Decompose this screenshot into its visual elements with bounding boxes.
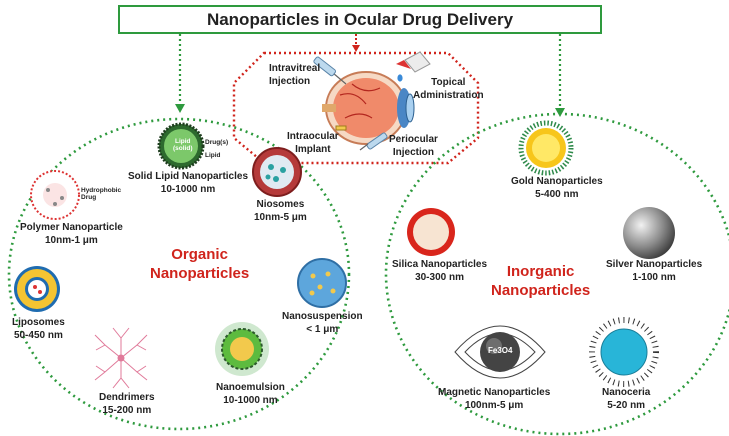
- polymer-nanoparticle-icon: [30, 170, 80, 220]
- right-arrow-head: [555, 108, 565, 117]
- syringe-icon: [313, 56, 347, 85]
- route-topical: Topical Administration: [413, 77, 484, 101]
- annotation-lipid-solid: Lipid (solid): [173, 138, 193, 153]
- periocular-syringe-icon: [359, 132, 388, 151]
- organic-circle: [7, 117, 351, 431]
- inorganic-circle: [384, 112, 729, 436]
- route-intraocular: Intraocular Implant: [287, 131, 339, 155]
- annotation-lipid: Lipid: [205, 152, 221, 159]
- annotation-drug: Drug(s): [205, 139, 229, 146]
- organic-heading: Organic Nanoparticles: [150, 246, 250, 282]
- route-intravitreal: Intravitreal Injection: [269, 63, 321, 87]
- liposome-icon: [14, 266, 60, 312]
- magnetic-nanoparticle-icon: [454, 325, 546, 379]
- nanoemulsion-icon: [215, 322, 269, 376]
- eye-route-frame: [232, 51, 480, 165]
- page-title: Nanoparticles in Ocular Drug Delivery: [118, 5, 602, 34]
- inorganic-heading: Inorganic Nanoparticles: [491, 263, 591, 299]
- nanosuspension-icon: [297, 258, 347, 308]
- nanoceria-icon: [589, 317, 659, 387]
- left-arrow-head: [175, 104, 185, 113]
- niosome-icon: [252, 147, 302, 197]
- solid-lipid-nanoparticle-icon: [157, 122, 205, 170]
- route-periocular: Periocular Injection: [389, 134, 438, 158]
- eye-arrow-head: [352, 45, 360, 52]
- dendrimer-icon: [94, 327, 148, 389]
- implant-icon: [335, 125, 347, 131]
- silver-nanoparticle-icon: [623, 207, 675, 259]
- annotation-hydrophobic-drug: Hydrophobic Drug: [81, 187, 122, 202]
- silica-nanoparticle-icon: [407, 208, 455, 256]
- gold-nanoparticle-icon: [518, 120, 574, 176]
- label-nanosuspension: Nanosuspension< 1 μm: [282, 311, 363, 335]
- annotation-fe3o4: Fe3O4: [488, 346, 513, 355]
- eyedrop-icon: [396, 51, 431, 82]
